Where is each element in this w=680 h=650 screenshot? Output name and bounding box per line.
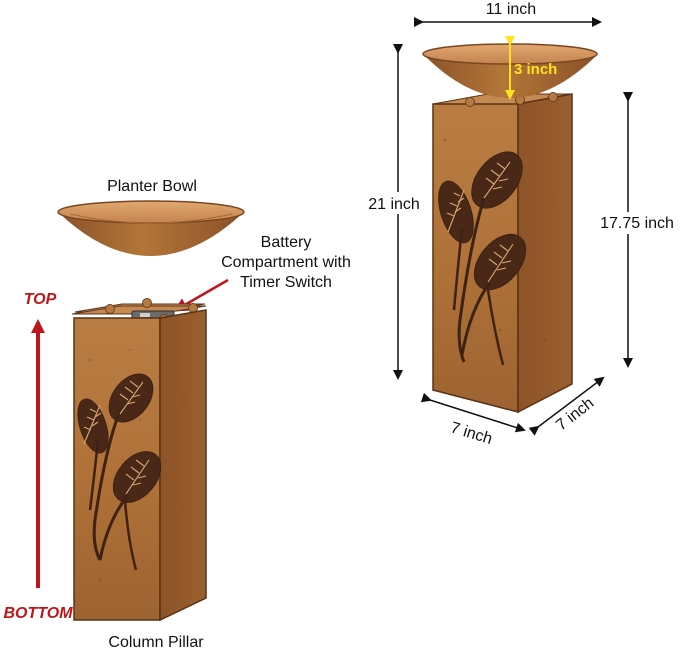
left-planter-bowl [57,200,245,256]
top-label: TOP [24,291,57,308]
total-height-label: 21 inch [368,196,420,213]
depth-side-line [528,376,605,436]
bowl-height-label: 3 inch [514,61,557,78]
right-assembled-planter [422,43,598,414]
planter-bowl-label: Planter Bowl [107,178,197,195]
column-pillar-label: Column Pillar [108,634,204,650]
timer-switch [140,313,150,317]
pillar-height-label: 17.75 inch [600,215,674,232]
bottom-label: BOTTOM [3,605,73,622]
pillar-height-label-bg [594,212,680,234]
battery-label-line3: Timer Switch [240,274,332,291]
bowl-width-label: 11 inch [486,1,536,18]
battery-compartment-label: Battery Compartment with Timer Switch [221,234,351,291]
depth-front-label: 7 inch [448,419,494,448]
battery-label-line2: Compartment with [221,254,351,271]
battery-label-line1: Battery [261,234,312,251]
depth-front-line [420,392,526,433]
depth-side-label: 7 inch [553,395,597,435]
left-column-pillar [71,298,207,622]
total-height-label-bg [360,192,426,214]
